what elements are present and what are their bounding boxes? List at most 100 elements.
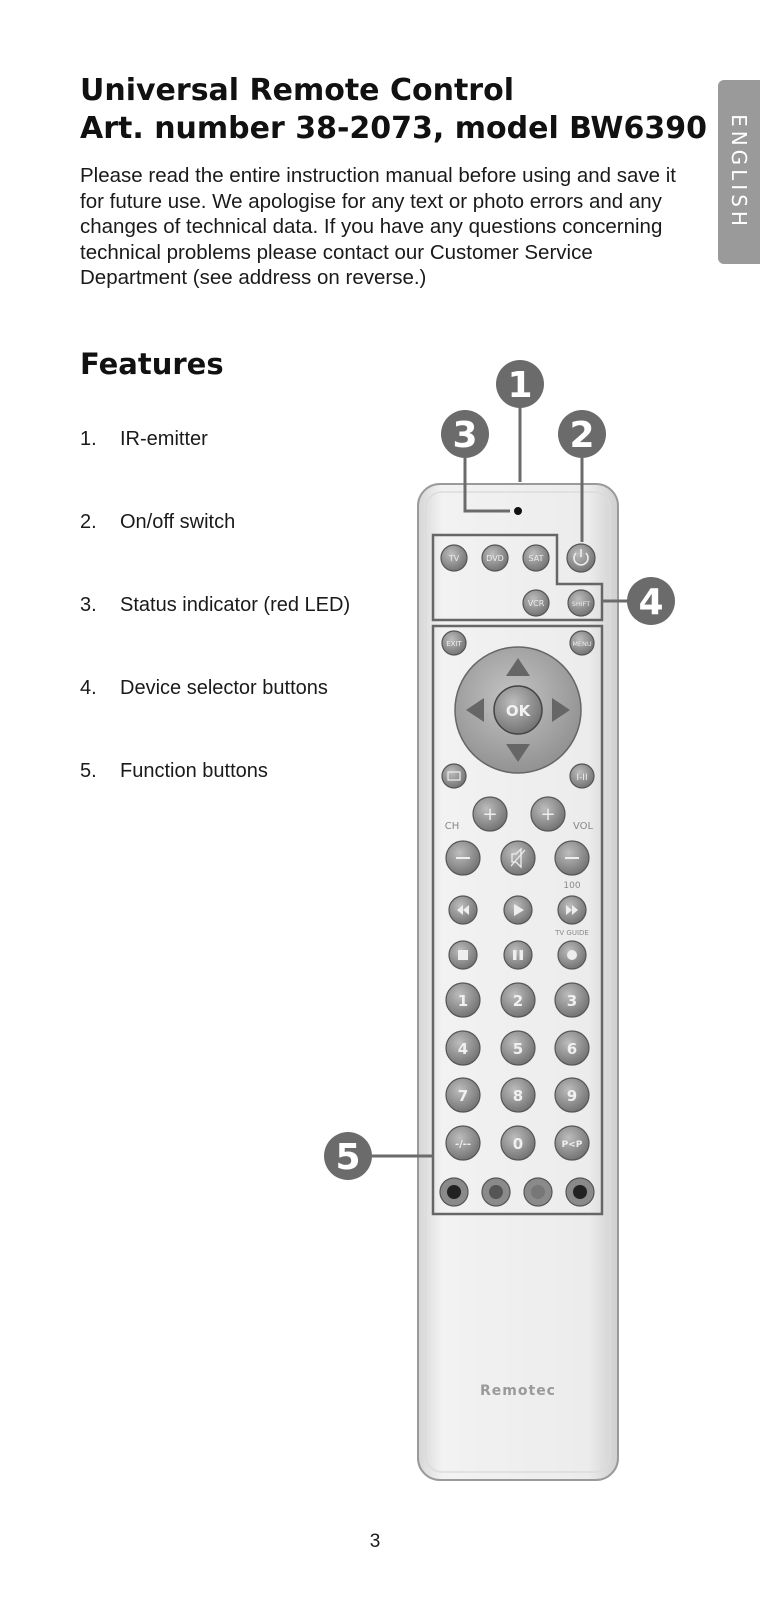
callout-number: 1 xyxy=(507,365,532,406)
plus-icon: + xyxy=(482,804,497,825)
arrow-right-icon[interactable] xyxy=(552,698,570,722)
feature-number: 4. xyxy=(80,677,97,699)
input-icon xyxy=(447,771,461,781)
color-button-red[interactable] xyxy=(439,1177,469,1207)
exit-label: EXIT xyxy=(446,640,462,648)
page-title: Universal Remote Control Art. number 38-… xyxy=(80,72,707,148)
channel-up-button[interactable]: + xyxy=(472,796,508,832)
stop-button[interactable] xyxy=(448,940,478,970)
ok-button[interactable]: OK xyxy=(493,685,543,735)
play-button[interactable] xyxy=(503,895,533,925)
page-number: 3 xyxy=(369,1531,381,1552)
record-button[interactable] xyxy=(557,940,587,970)
color-button-green[interactable] xyxy=(481,1177,511,1207)
mute-icon xyxy=(511,847,522,869)
digit-button-3[interactable]: 3 xyxy=(554,982,590,1018)
digit-button-9[interactable]: 9 xyxy=(554,1077,590,1113)
features-heading: Features xyxy=(80,347,224,381)
digit-label: 9 xyxy=(567,1087,577,1105)
rewind-button[interactable] xyxy=(448,895,478,925)
volume-down-button[interactable] xyxy=(554,840,590,876)
brand-logo: Remotec xyxy=(480,1383,556,1399)
digit-label: -/-- xyxy=(455,1139,471,1150)
volume-up-button[interactable]: + xyxy=(530,796,566,832)
color-button-yellow[interactable] xyxy=(523,1177,553,1207)
record-icon xyxy=(567,950,577,960)
remote-body-inner-edge xyxy=(425,491,611,1473)
digit-label: 1 xyxy=(458,992,468,1010)
digit-mode-button[interactable]: -/-- xyxy=(445,1125,481,1161)
feature-text: Device selector buttons xyxy=(120,677,328,699)
feature-item-4: 4. Device selector buttons xyxy=(80,677,328,700)
callout-number: 3 xyxy=(452,415,477,456)
digit-button-2[interactable]: 2 xyxy=(500,982,536,1018)
feature-text: On/off switch xyxy=(120,511,236,533)
arrow-up-icon[interactable] xyxy=(506,658,530,676)
feature-number: 5. xyxy=(80,760,97,782)
color-button-blue[interactable] xyxy=(565,1177,595,1207)
feature-item-2: 2. On/off switch xyxy=(80,511,235,534)
menu-button[interactable]: MENU xyxy=(569,630,595,656)
digit-label: P<P xyxy=(562,1140,583,1150)
digit-button-5[interactable]: 5 xyxy=(500,1030,536,1066)
callout-badge-1: 1 xyxy=(496,360,544,408)
digit-label: 5 xyxy=(513,1040,523,1058)
callout-number: 5 xyxy=(335,1137,360,1178)
vol-label: VOL xyxy=(573,821,594,832)
digit-button-7[interactable]: 7 xyxy=(445,1077,481,1113)
arrow-down-icon[interactable] xyxy=(506,744,530,762)
dual-screen-button[interactable]: I-II xyxy=(569,763,595,789)
digit-button-4[interactable]: 4 xyxy=(445,1030,481,1066)
language-tab: ENGLISH xyxy=(718,80,760,264)
feature-text: Function buttons xyxy=(120,760,268,782)
fast-forward-button[interactable] xyxy=(557,895,587,925)
function-buttons-frame xyxy=(431,624,604,1216)
digit-button-1[interactable]: 1 xyxy=(445,982,481,1018)
previous-program-button[interactable]: P<P xyxy=(554,1125,590,1161)
digit-label: 4 xyxy=(458,1040,468,1058)
power-button[interactable] xyxy=(566,543,596,573)
ok-label: OK xyxy=(506,702,532,720)
device-selector-frame xyxy=(431,533,604,622)
feature-number: 1. xyxy=(80,428,97,450)
callout-3-leader xyxy=(463,458,510,513)
callout-number: 2 xyxy=(569,415,594,456)
feature-text: IR-emitter xyxy=(120,428,208,450)
digit-button-0[interactable]: 0 xyxy=(500,1125,536,1161)
callout-badge-4: 4 xyxy=(627,577,675,625)
feature-item-1: 1. IR-emitter xyxy=(80,428,208,451)
device-button-vcr[interactable]: VCR xyxy=(522,589,550,617)
menu-label: MENU xyxy=(572,640,592,648)
mute-button[interactable] xyxy=(500,840,536,876)
label-100: 100 xyxy=(563,881,580,891)
dual-screen-icon: I-II xyxy=(576,773,587,783)
feature-item-5: 5. Function buttons xyxy=(80,760,268,783)
plus-icon: + xyxy=(540,804,555,825)
arrow-left-icon[interactable] xyxy=(466,698,484,722)
device-button-tv[interactable]: TV xyxy=(440,544,468,572)
channel-down-button[interactable] xyxy=(445,840,481,876)
callout-badge-5: 5 xyxy=(324,1132,372,1180)
digit-button-8[interactable]: 8 xyxy=(500,1077,536,1113)
device-button-dvd[interactable]: DVD xyxy=(481,544,509,572)
shift-label: SHIFT xyxy=(572,600,591,608)
shift-button[interactable]: SHIFT xyxy=(567,589,595,617)
title-line-1: Universal Remote Control xyxy=(80,73,514,108)
ch-label: CH xyxy=(445,821,460,832)
pause-button[interactable] xyxy=(503,940,533,970)
fast-forward-icon xyxy=(566,905,572,915)
input-button[interactable] xyxy=(441,763,467,789)
feature-number: 2. xyxy=(80,511,97,533)
pause-icon xyxy=(513,950,517,960)
digit-button-6[interactable]: 6 xyxy=(554,1030,590,1066)
intro-paragraph: Please read the entire instruction manua… xyxy=(80,164,677,289)
title-line-2: Art. number 38-2073, model BW6390 xyxy=(80,111,707,146)
callout-number: 4 xyxy=(638,582,663,623)
feature-number: 3. xyxy=(80,594,97,616)
digit-label: 0 xyxy=(513,1135,523,1153)
play-icon xyxy=(514,904,524,916)
device-button-sat[interactable]: SAT xyxy=(522,544,550,572)
exit-button[interactable]: EXIT xyxy=(441,630,467,656)
device-button-label: DVD xyxy=(486,554,504,563)
digit-label: 6 xyxy=(567,1040,577,1058)
